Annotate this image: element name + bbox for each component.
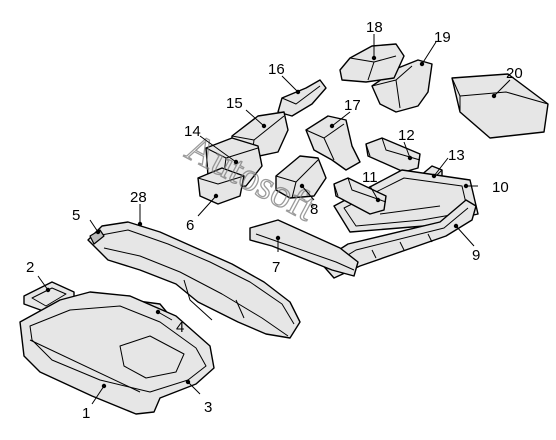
callout-6: 6 <box>186 217 194 234</box>
callout-11: 11 <box>362 169 378 186</box>
callout-9: 9 <box>472 247 480 264</box>
part-5-center-tunnel <box>87 221 301 339</box>
callout-15: 15 <box>226 95 243 112</box>
callout-8: 8 <box>310 201 318 218</box>
part-11-reinforcement <box>333 177 387 215</box>
part-18-bracket <box>339 43 405 83</box>
callout-17: 17 <box>344 97 361 114</box>
callout-13: 13 <box>448 147 465 164</box>
callout-20: 20 <box>506 65 523 82</box>
callout-5: 5 <box>72 207 80 224</box>
callout-14: 14 <box>184 123 201 140</box>
part-10-rear-floor <box>333 169 479 233</box>
callout-3: 3 <box>204 399 212 416</box>
callout-10: 10 <box>492 179 509 196</box>
part-12-reinforcement <box>365 137 421 173</box>
leader-lines <box>37 34 511 405</box>
callout-4: 4 <box>176 319 184 336</box>
leader-dots <box>45 55 497 389</box>
callout-labels: 1 2 3 4 5 6 7 8 9 10 11 12 13 14 15 16 1… <box>26 19 523 422</box>
part-6-bracket <box>197 167 245 205</box>
callout-18: 18 <box>366 19 383 36</box>
part-19-tunnel-bracket <box>371 59 433 113</box>
part-16-small-bracket <box>277 79 327 117</box>
part-7-rail <box>249 219 359 277</box>
callout-28: 28 <box>130 189 147 206</box>
part-17-bracket <box>305 115 361 171</box>
part-20-panel <box>451 73 549 139</box>
callout-16: 16 <box>268 61 285 78</box>
callout-1: 1 <box>82 405 90 422</box>
callout-12: 12 <box>398 127 415 144</box>
callout-7: 7 <box>272 259 280 276</box>
part-8-bracket <box>275 155 327 199</box>
part-1-front-floor <box>19 291 215 415</box>
callout-19: 19 <box>434 29 451 46</box>
callout-2: 2 <box>26 259 34 276</box>
